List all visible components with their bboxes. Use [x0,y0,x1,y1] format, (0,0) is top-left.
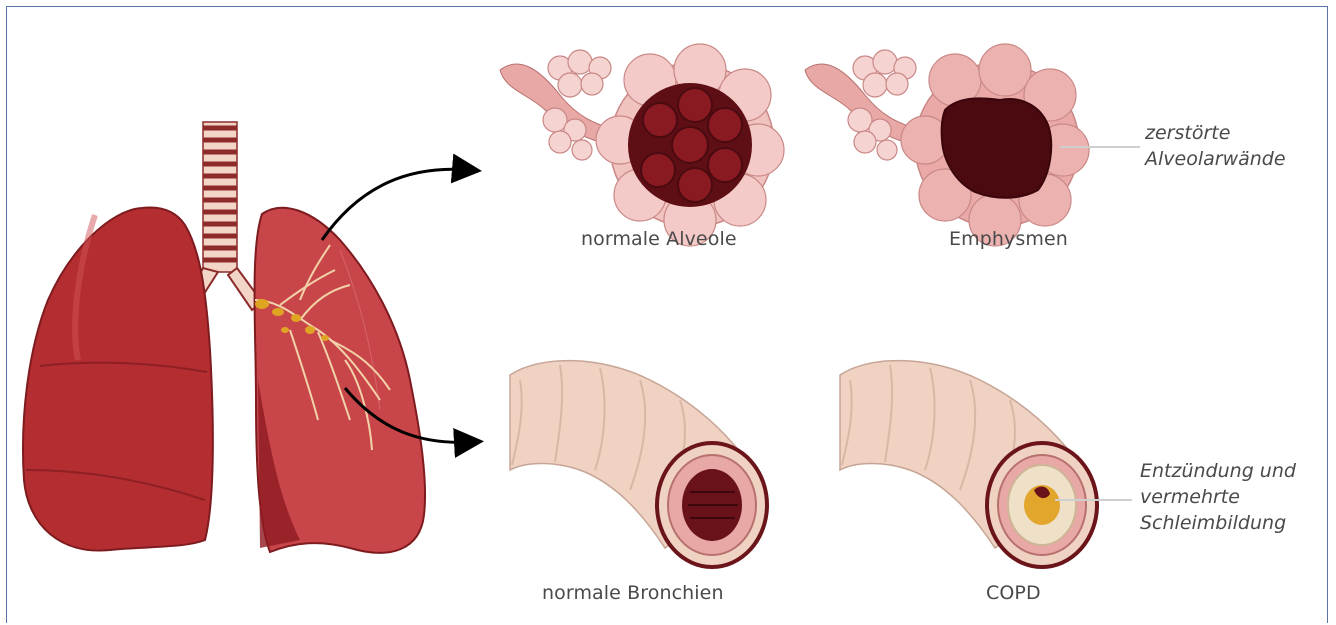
annotation-destroyed-walls: zerstörte Alveolarwände [1145,120,1286,172]
caption-normal-alveolus: normale Alveole [581,228,737,250]
left-lung [23,208,213,551]
annotation-inflammation-line-3: Schleimbildung [1140,510,1296,536]
caption-normal-bronchus: normale Bronchien [542,582,724,604]
annotation-inflammation: Entzündung und vermehrte Schleimbildung [1140,458,1296,536]
right-lung [255,208,426,553]
caption-copd: COPD [986,582,1041,604]
annotation-inflammation-line-2: vermehrte [1140,484,1296,510]
normal-alveolus-illustration [500,44,784,246]
annotation-inflammation-line-1: Entzündung und [1140,458,1296,484]
emphysema-illustration [805,44,1140,246]
lungs-illustration [23,122,425,553]
annotation-destroyed-walls-line-1: zerstörte [1145,120,1286,146]
arrow-to-alveoli [322,169,470,240]
annotation-destroyed-walls-line-2: Alveolarwände [1145,146,1286,172]
caption-emphysema: Emphysmen [949,228,1068,250]
copd-bronchus-illustration [840,361,1132,567]
normal-bronchus-illustration [510,361,767,567]
